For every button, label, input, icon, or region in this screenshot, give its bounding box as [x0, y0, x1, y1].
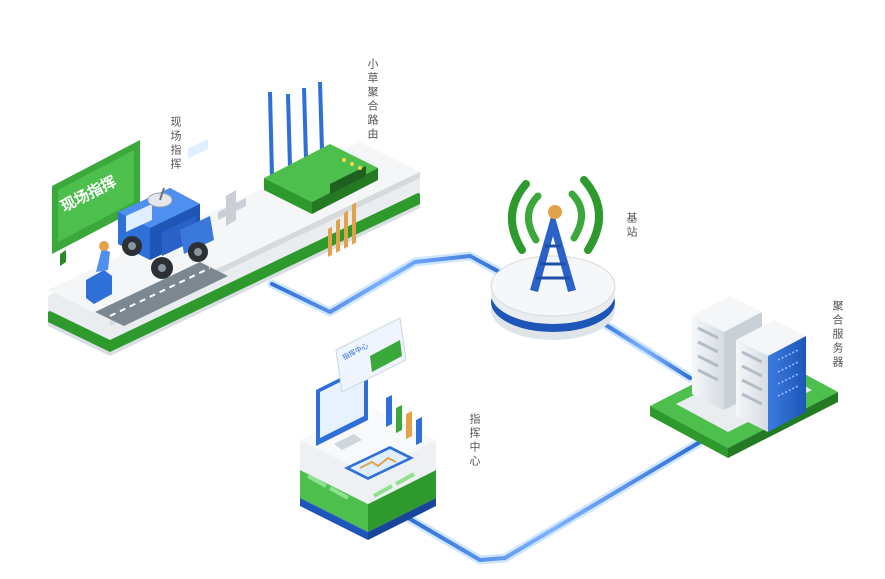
link-commandcenter-to-server — [400, 437, 705, 565]
label-router: 小草聚合路由 — [366, 58, 379, 142]
signal-waves-icon — [507, 176, 603, 254]
label-aggregation-server: 聚合服务器 — [831, 300, 844, 370]
tower-icon — [530, 205, 576, 292]
thumbs-up-icon — [86, 241, 112, 304]
field-command-sign: 现场指挥 — [52, 140, 140, 266]
tablet-icon — [344, 446, 414, 480]
label-field-command: 现场指挥 — [169, 116, 182, 172]
plus-icon — [218, 190, 246, 226]
link-basestation-to-server — [593, 315, 695, 383]
wall-display-icon: 指挥中心 — [335, 317, 407, 393]
label-command-center: 指挥中心 — [468, 413, 481, 469]
server-icon — [692, 296, 806, 432]
jeep-icon — [118, 139, 214, 279]
bar-chart-icon — [386, 395, 422, 445]
label-base-station: 基站 — [625, 212, 638, 240]
base-station-platform — [490, 255, 616, 340]
link-field-to-basestation — [267, 251, 510, 317]
router-icon — [264, 82, 378, 214]
